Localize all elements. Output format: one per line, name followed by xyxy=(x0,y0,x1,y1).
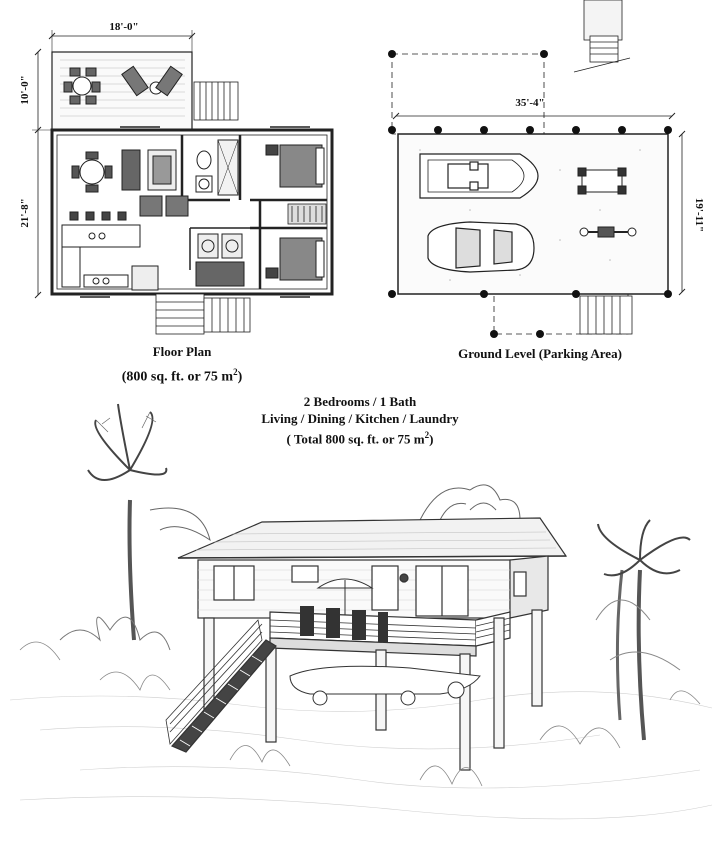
floor-plan-area: (800 sq. ft. or 75 m2) xyxy=(112,364,252,386)
house-walls xyxy=(197,555,549,619)
bedroom-two-icon xyxy=(265,237,325,281)
boat-icon xyxy=(419,153,539,199)
support-piles xyxy=(388,50,672,338)
front-entry-stair-icon xyxy=(155,293,251,335)
floor-plan-area-sup: 2 xyxy=(233,367,238,377)
floor-plan-height-dimensions: 10'-0" 21'-8" xyxy=(19,48,55,299)
summary-total-sup: 2 xyxy=(424,430,430,440)
parked-boat-icon xyxy=(289,665,481,706)
summary-total-area: ( Total 800 sq. ft. or 75 m2) xyxy=(230,427,490,447)
floor-plan-caption: Floor Plan (800 sq. ft. or 75 m2) xyxy=(112,344,252,386)
deck-depth-label: 10'-0" xyxy=(19,75,31,104)
house-summary: 2 Bedrooms / 1 Bath Living / Dining / Ki… xyxy=(230,393,490,447)
raised-deck xyxy=(269,606,511,657)
foreground-shrubs-icon xyxy=(19,641,701,787)
house-elevation xyxy=(9,403,713,820)
kitchen-counter-icon xyxy=(61,211,159,291)
summary-rooms: Living / Dining / Kitchen / Laundry xyxy=(261,411,459,426)
window-small xyxy=(291,565,319,583)
ground-height-dimension: 19'-11" xyxy=(678,130,705,296)
summary-total-close: ) xyxy=(429,431,434,447)
house-roof xyxy=(177,517,568,559)
ground-stair-icon xyxy=(579,295,633,335)
ground-width-dimension: 35'-4" xyxy=(392,97,676,120)
closet-icon xyxy=(287,203,327,225)
dining-table-icon xyxy=(71,151,113,193)
floor-plan-area-close: ) xyxy=(237,369,243,385)
laundry-appliances-icon xyxy=(195,233,245,287)
palm-tree-right-icon xyxy=(595,519,691,741)
ground-level-caption: Ground Level (Parking Area) xyxy=(458,346,622,361)
motorcycle-icon xyxy=(579,226,637,238)
floor-plan-title: Floor Plan xyxy=(152,344,212,359)
wall-lamp-icon xyxy=(399,573,409,583)
front-door xyxy=(371,565,399,611)
deck-lounge-chairs-icon xyxy=(121,65,183,97)
floor-plan-width-label: 18'-0" xyxy=(109,21,138,33)
bedroom-one-icon xyxy=(265,144,325,188)
car-icon xyxy=(427,221,535,273)
upper-deck xyxy=(51,51,239,131)
atv-icon xyxy=(577,167,627,195)
background-tree-icon xyxy=(419,484,521,521)
floor-plan: 18'-0" 10'-0" 21'-8" xyxy=(19,21,334,335)
side-window xyxy=(513,571,527,597)
deck-table-icon xyxy=(63,67,101,105)
living-room-furniture-icon xyxy=(121,149,189,217)
exterior-staircase xyxy=(165,619,277,753)
summary-total-text: ( Total 800 sq. ft. or 75 m xyxy=(286,431,425,447)
house-depth-label: 21'-8" xyxy=(19,198,31,227)
ground-width-label: 35'-4" xyxy=(515,97,544,109)
ground-level-plan: 35'-4" 19'-11" xyxy=(388,0,705,338)
ground-height-label: 19'-11" xyxy=(693,198,705,232)
palm-tree-left-icon xyxy=(59,403,211,651)
floor-plan-area-text: (800 sq. ft. or 75 m xyxy=(121,369,234,385)
ground-top-stair-icon xyxy=(573,0,631,73)
summary-bedrooms: 2 Bedrooms / 1 Bath xyxy=(303,394,417,409)
bathroom-fixtures-icon xyxy=(195,139,239,196)
deck-side-stair-icon xyxy=(193,81,239,121)
floor-plan-width-dimension: 18'-0" xyxy=(48,21,196,52)
